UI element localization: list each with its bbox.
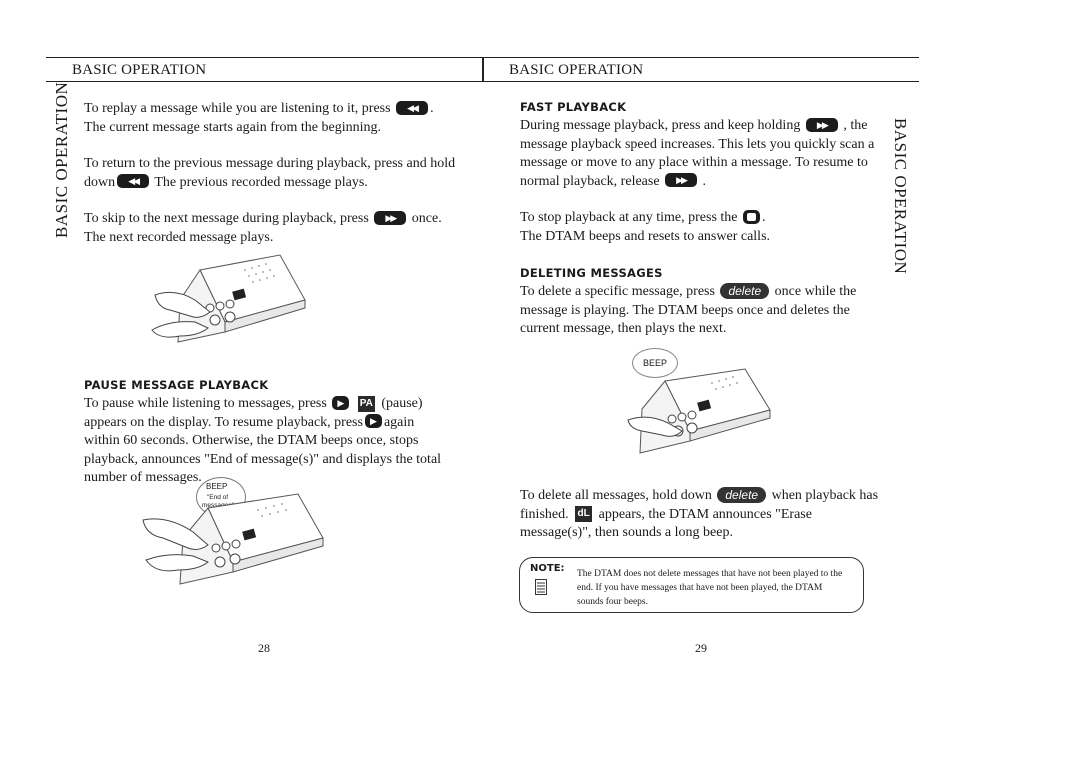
pause-heading: PAUSE MESSAGE PLAYBACK: [84, 378, 269, 392]
right-header: BASIC OPERATION: [509, 62, 644, 78]
delete-all-paragraph: To delete all messages, hold down delete…: [520, 486, 879, 540]
lcd-pause-indicator: PA: [357, 395, 375, 412]
previous-paragraph: To return to the previous message during…: [84, 156, 456, 190]
rewind-icon: ◀◀: [396, 100, 429, 115]
note-text: The DTAM does not delete messages that h…: [577, 569, 843, 607]
note-label: NOTE:: [530, 563, 565, 574]
fast-playback-heading: FAST PLAYBACK: [520, 100, 627, 114]
replay-paragraph: To replay a message while you are listen…: [84, 100, 434, 135]
fast-forward-icon: ▶▶: [805, 117, 838, 132]
delete-one-paragraph: To delete a specific message, press dele…: [520, 282, 857, 336]
header-divider: [482, 57, 484, 82]
deleting-heading: DELETING MESSAGES: [520, 266, 663, 280]
beep-label: BEEP: [643, 358, 668, 368]
beep-bubble: BEEP: [632, 348, 678, 378]
stop-icon: [743, 209, 761, 224]
fast-forward-icon: ▶▶: [374, 210, 407, 225]
beep-label: BEEP: [206, 482, 228, 491]
lcd-dl-indicator: dL: [575, 506, 593, 523]
dtam-device-illustration: [627, 368, 771, 454]
bubble-text-2: messages": [202, 502, 234, 509]
fast-forward-icon: ▶▶: [665, 173, 698, 188]
skip-paragraph: To skip to the next message during playb…: [84, 210, 442, 245]
pause-paragraph: To pause while listening to messages, pr…: [84, 395, 442, 485]
play-icon: ▶: [332, 395, 350, 410]
dtam-device-illustration: [142, 493, 324, 585]
bubble-text-1: "End of: [207, 494, 229, 501]
dtam-device-illustration: [151, 254, 306, 343]
delete-key: delete: [717, 486, 767, 503]
left-header: BASIC OPERATION: [72, 62, 207, 78]
right-page-number: 29: [695, 641, 707, 655]
beep-bubble: BEEP "End of messages": [196, 477, 246, 517]
note-box: NOTE: The DTAM does not delete messages …: [519, 557, 864, 613]
stop-paragraph: To stop playback at any time, press the …: [520, 209, 771, 244]
left-page-number: 28: [258, 641, 270, 655]
rewind-icon: ◀◀: [117, 174, 150, 189]
left-side-title: BASIC OPERATION: [52, 81, 71, 238]
right-side-title: BASIC OPERATION: [891, 118, 910, 275]
play-icon: ▶: [364, 414, 382, 429]
delete-key: delete: [720, 282, 770, 299]
notepad-icon: [535, 579, 547, 595]
fast-playback-paragraph: During message playback, press and keep …: [520, 117, 875, 189]
